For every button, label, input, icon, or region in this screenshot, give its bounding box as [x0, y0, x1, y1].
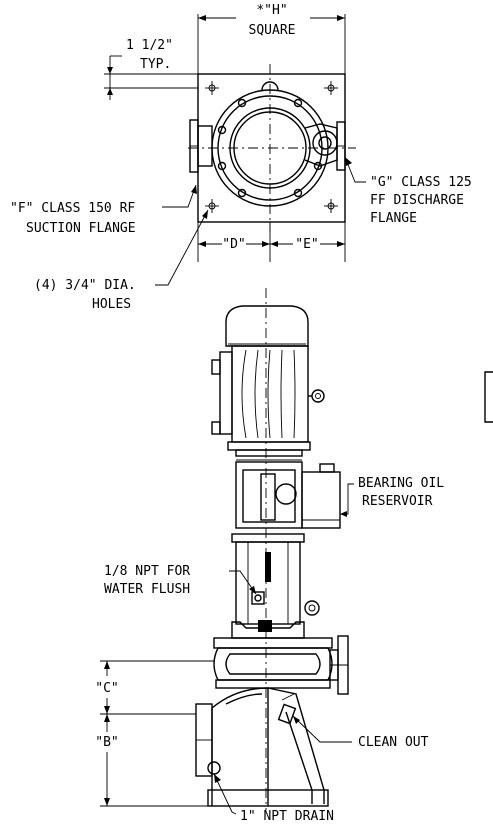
discharge-flange-label-1: "G" CLASS 125: [370, 175, 472, 190]
bearing-oil-label-1: BEARING OIL: [358, 476, 444, 491]
clean-out-label: CLEAN OUT: [358, 735, 429, 750]
bearing-oil-label-2: RESERVOIR: [362, 494, 433, 509]
suction-flange-label-2: SUCTION FLANGE: [26, 221, 136, 236]
dim-h-label: *"H": [256, 3, 287, 18]
suction-flange-label-1: "F" CLASS 150 RF: [10, 201, 135, 216]
dim-e-label: "E": [295, 237, 318, 252]
water-flush-label-2: WATER FLUSH: [104, 582, 190, 597]
edge-mark: [484, 371, 493, 423]
holes-label-1: (4) 3/4" DIA.: [34, 278, 136, 293]
discharge-flange-label-2: FF DISCHARGE: [370, 193, 464, 208]
top-view: *"H" SQUARE 1 1/2" TYP.: [104, 3, 366, 286]
typ-size-label: 1 1/2": [126, 38, 173, 53]
drain-label: 1" NPT DRAIN: [240, 809, 334, 824]
typ-label: TYP.: [140, 57, 171, 72]
dim-d-label: "D": [222, 237, 245, 252]
mounting-holes: [205, 81, 338, 213]
dim-c-label: "C": [95, 681, 118, 696]
flange-bolts: [217, 98, 323, 198]
dim-h-square-label: SQUARE: [249, 23, 296, 38]
dim-b-label: "B": [95, 735, 118, 750]
holes-label-2: HOLES: [92, 297, 131, 312]
water-flush-label-1: 1/8 NPT FOR: [104, 564, 190, 579]
discharge-flange-label-3: FLANGE: [370, 211, 417, 226]
side-view: "C" "B": [95, 288, 354, 815]
